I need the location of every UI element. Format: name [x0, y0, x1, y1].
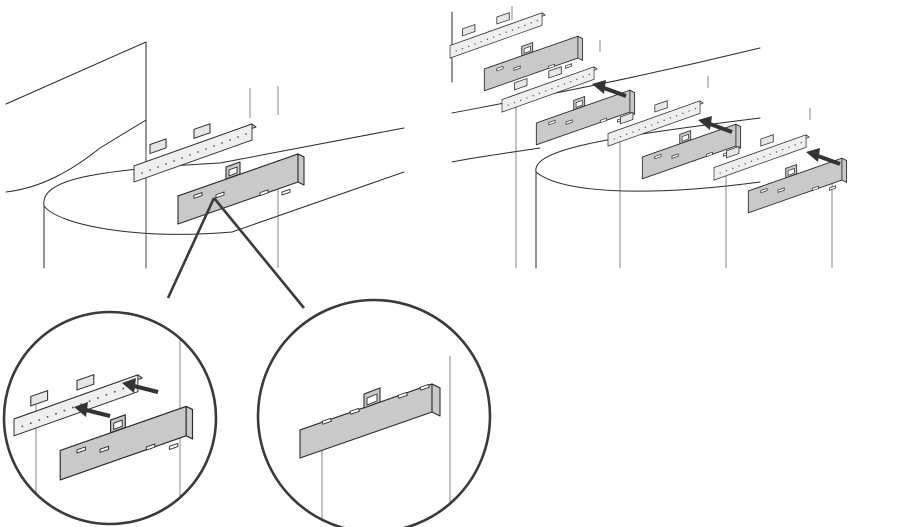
callout-lines: [166, 197, 306, 309]
detail-inset-assembled: [256, 298, 492, 527]
detail-inset-insertion: [2, 310, 218, 526]
scene-multiple-plates-right: [451, 6, 833, 269]
clamp-plate-assembly-main: [133, 123, 305, 225]
